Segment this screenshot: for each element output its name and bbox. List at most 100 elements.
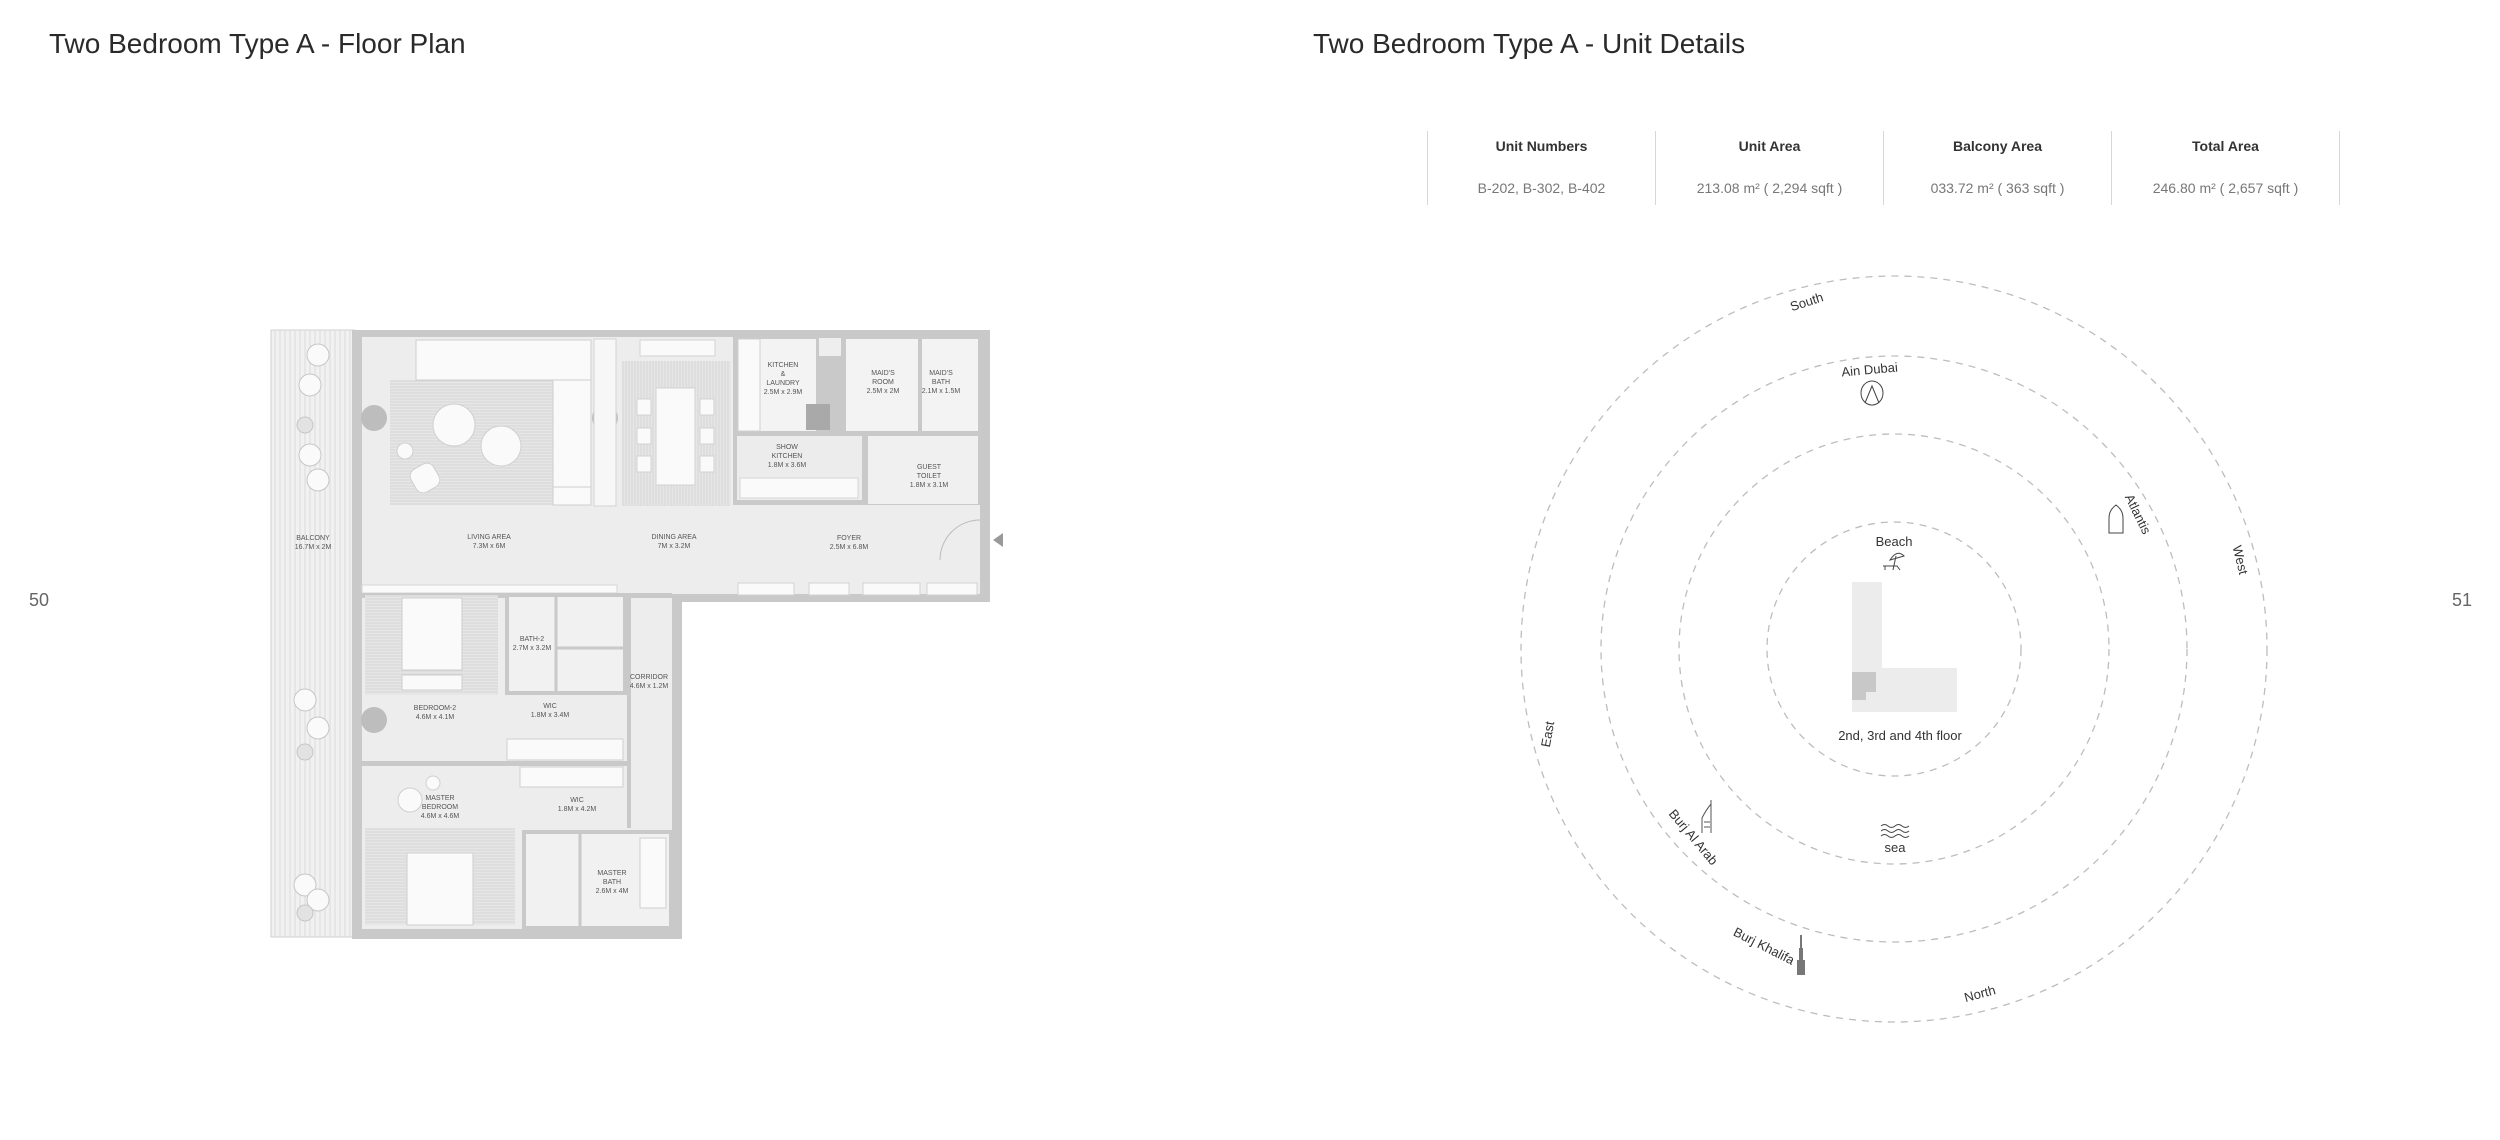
room-dimensions: 2.5M x 2.9M <box>764 389 803 396</box>
room-name: KITCHEN <box>772 453 803 460</box>
cabinet <box>737 582 795 596</box>
bath-2-floor <box>509 597 623 691</box>
balcony-chair <box>296 904 314 922</box>
balcony-chair <box>306 343 330 367</box>
balcony-chair <box>306 468 330 492</box>
wic-shelves <box>506 738 624 761</box>
room-name: WIC <box>543 703 557 710</box>
room-name: BATH <box>932 379 950 386</box>
column-value: B-202, B-302, B-402 <box>1477 180 1606 196</box>
coffee-table <box>480 425 522 467</box>
bathtub <box>639 837 667 909</box>
room-name: KITCHEN <box>768 362 799 369</box>
room-name: BALCONY <box>296 535 330 542</box>
floor-label: 2nd, 3rd and 4th floor <box>1838 728 1962 743</box>
room-dimensions: 4.6M x 4.6M <box>421 813 460 820</box>
stool <box>396 442 414 460</box>
room-dimensions: 1.8M x 4.2M <box>558 806 597 813</box>
beach-umbrella-icon <box>1883 552 1905 571</box>
unit-details-title: Two Bedroom Type A - Unit Details <box>1313 28 1746 59</box>
glazing <box>361 584 618 594</box>
room-name: MAID'S <box>929 370 953 377</box>
side-table <box>552 486 592 506</box>
room-dimensions: 7.3M x 6M <box>473 543 506 550</box>
dining-chair <box>699 398 715 416</box>
sideboard <box>639 339 716 357</box>
guest-toilet <box>868 436 978 504</box>
partition <box>593 338 617 507</box>
entry-door-swing <box>939 519 981 561</box>
direction-south: South <box>1788 289 1825 314</box>
cabinet <box>862 582 921 596</box>
room-dimensions: 2.5M x 6.8M <box>830 544 869 551</box>
room-name: LIVING AREA <box>467 534 511 541</box>
dining-chair <box>636 427 652 445</box>
column-header: Balcony Area <box>1953 138 2042 154</box>
dining-chair <box>636 398 652 416</box>
room-dimensions: 4.6M x 1.2M <box>630 683 669 690</box>
wall <box>357 761 630 766</box>
room-name: GUEST <box>917 464 942 471</box>
balcony-chair <box>296 743 314 761</box>
sofa-chaise <box>552 379 592 488</box>
balcony-chair <box>293 873 317 897</box>
room-dimensions: 2.7M x 3.2M <box>513 645 552 652</box>
orientation-diagram: 2nd, 3rd and 4th floor South West East N… <box>1520 275 2268 1023</box>
room-dimensions: 4.6M x 4.1M <box>416 714 455 721</box>
balcony-chair <box>298 373 322 397</box>
landmark-burj-khalifa: Burj Khalifa <box>1731 924 1798 968</box>
dining-chair <box>699 455 715 473</box>
waves-icon <box>1880 824 1910 838</box>
balcony-slats <box>274 331 351 936</box>
shaft-dark <box>806 404 830 430</box>
room-name: ROOM <box>872 379 894 386</box>
landmark-burj-al-arab: Burj Al Arab <box>1666 806 1721 868</box>
room-dimensions: 16.7M x 2M <box>295 544 332 551</box>
room-dimensions: 2.1M x 1.5M <box>922 388 961 395</box>
room-name: BEDROOM <box>422 804 458 811</box>
distance-ring <box>1678 433 2110 865</box>
distance-ring <box>1520 275 2268 1023</box>
floor-plan-title: Two Bedroom Type A - Floor Plan <box>49 28 466 59</box>
room-dimensions: 1.8M x 3.1M <box>910 482 949 489</box>
page-number-right: 51 <box>2452 590 2473 610</box>
direction-west: West <box>2230 544 2252 577</box>
column-header: Unit Numbers <box>1495 138 1588 154</box>
room-name: BEDROOM-2 <box>414 705 457 712</box>
dining-chairs <box>636 398 715 473</box>
room-dimensions: 1.8M x 3.6M <box>768 462 807 469</box>
ferris-wheel-icon <box>1860 380 1884 406</box>
bed <box>401 597 463 671</box>
room-name: SHOW <box>776 444 798 451</box>
room-name: FOYER <box>837 535 861 542</box>
maids-bath <box>922 339 978 431</box>
atlantis-icon <box>2108 504 2124 534</box>
show-kitchen-counter <box>739 477 859 499</box>
column-value: 246.80 m² ( 2,657 sqft ) <box>2152 180 2299 196</box>
room-dimensions: 7M x 3.2M <box>658 543 691 550</box>
room-dimensions: 1.8M x 3.4M <box>531 712 570 719</box>
kitchen-counter <box>737 338 761 432</box>
room-name: MASTER <box>425 795 454 802</box>
unit-highlight <box>1852 672 1866 700</box>
landmark-ain-dubai: Ain Dubai <box>1841 360 1899 380</box>
chair <box>361 707 387 733</box>
direction-north: North <box>1963 982 1998 1005</box>
corridor-wall <box>627 593 631 828</box>
coffee-table <box>432 403 476 447</box>
room-name: CORRIDOR <box>630 674 668 681</box>
balcony-chair <box>298 443 322 467</box>
master-bed <box>406 852 474 926</box>
room-name: BATH <box>603 879 621 886</box>
column-header: Unit Area <box>1738 138 1801 154</box>
room-name: LAUNDRY <box>766 380 800 387</box>
dining-table <box>655 387 696 486</box>
distance-ring <box>1600 355 2188 943</box>
landmark-sea: sea <box>1885 840 1907 855</box>
burj-khalifa-icon <box>1797 935 1805 975</box>
room-name: TOILET <box>917 473 942 480</box>
